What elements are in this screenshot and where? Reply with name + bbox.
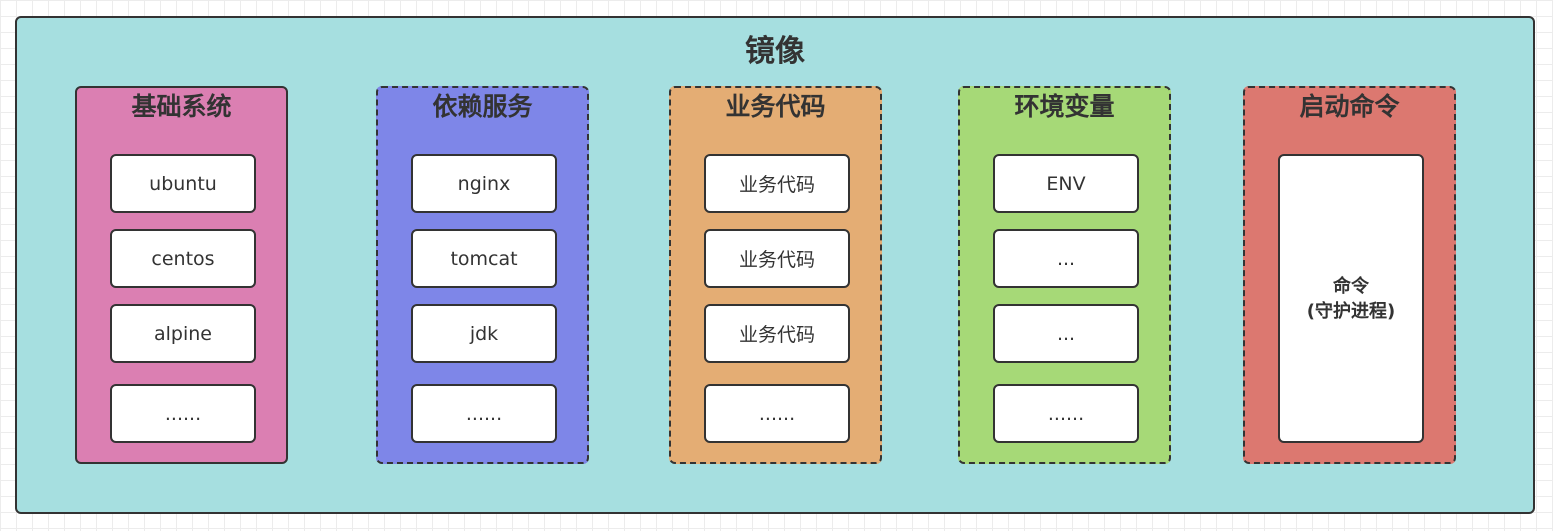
group-title-environment-variables: 环境变量 bbox=[1014, 92, 1115, 121]
group-business-code: 业务代码 业务代码 业务代码 业务代码 ...... bbox=[669, 86, 882, 464]
item-business-code: 业务代码 bbox=[704, 154, 850, 213]
command-daemon-label: (守护进程) bbox=[1306, 300, 1396, 322]
group-title-dependency-services: 依赖服务 bbox=[432, 92, 533, 121]
item-centos: centos bbox=[110, 229, 256, 288]
item-business-code: 业务代码 bbox=[704, 229, 850, 288]
item-jdk: jdk bbox=[411, 304, 557, 363]
item-nginx: nginx bbox=[411, 154, 557, 213]
group-title-startup-command: 启动命令 bbox=[1299, 92, 1400, 121]
item-more: ...... bbox=[993, 384, 1139, 443]
group-startup-command: 启动命令 命令 (守护进程) bbox=[1243, 86, 1456, 464]
item-ellipsis: ... bbox=[993, 304, 1139, 363]
command-label: 命令 bbox=[1333, 275, 1369, 297]
group-title-base-system: 基础系统 bbox=[131, 92, 232, 121]
group-dependency-services: 依赖服务 nginx tomcat jdk ...... bbox=[376, 86, 589, 464]
item-tomcat: tomcat bbox=[411, 229, 557, 288]
item-more: ...... bbox=[704, 384, 850, 443]
item-ellipsis: ... bbox=[993, 229, 1139, 288]
item-business-code: 业务代码 bbox=[704, 304, 850, 363]
item-more: ...... bbox=[411, 384, 557, 443]
item-alpine: alpine bbox=[110, 304, 256, 363]
group-base-system: 基础系统 ubuntu centos alpine ...... bbox=[75, 86, 288, 464]
item-ubuntu: ubuntu bbox=[110, 154, 256, 213]
item-more: ...... bbox=[110, 384, 256, 443]
command-box: 命令 (守护进程) bbox=[1278, 154, 1424, 443]
group-title-business-code: 业务代码 bbox=[725, 92, 826, 121]
group-environment-variables: 环境变量 ENV ... ... ...... bbox=[958, 86, 1171, 464]
image-title: 镜像 bbox=[745, 34, 805, 69]
item-env: ENV bbox=[993, 154, 1139, 213]
